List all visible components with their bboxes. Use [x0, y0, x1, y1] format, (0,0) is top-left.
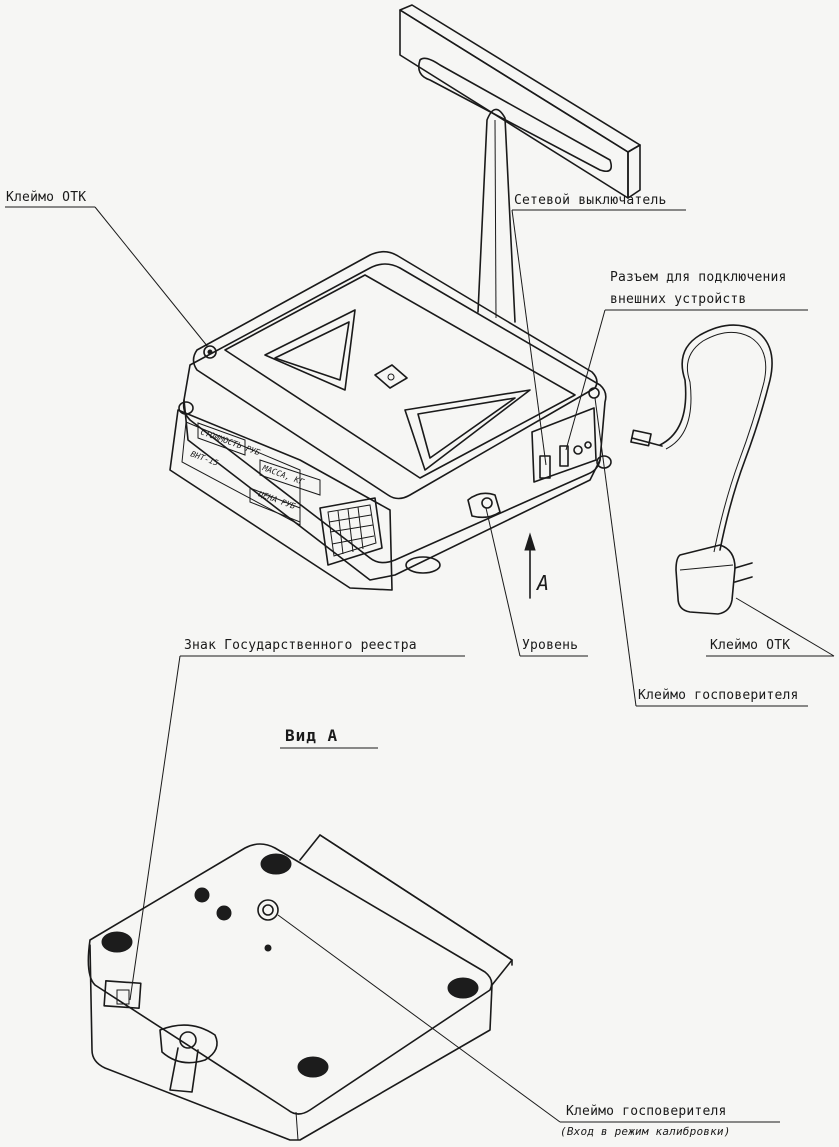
otk-seal-top-label: Клеймо ОТК — [6, 190, 87, 205]
bottom-view — [87, 834, 513, 1141]
display-head — [399, 4, 641, 199]
otk-seal-adapter-label: Клеймо ОТК — [710, 638, 791, 653]
panel-mass-label: МАССА, КГ — [260, 463, 306, 487]
keypad — [319, 497, 383, 566]
connector-label-line2: внешних устройств — [610, 292, 747, 307]
state-register-label: Знак Государственного реестра — [184, 638, 417, 653]
leader-lines-bottom — [277, 914, 780, 1123]
level-bubble — [467, 492, 501, 519]
connector-label-line1: Разъем для подключения — [610, 270, 787, 285]
view-arrow-label: А — [537, 571, 550, 595]
power-adapter — [630, 324, 773, 615]
view-arrow — [524, 532, 536, 599]
verifier-seal-top-label: Клеймо госповерителя — [638, 688, 799, 703]
level-label: Уровень — [522, 638, 579, 653]
calibration-note-label: (Вход в режим калибровки) — [560, 1125, 731, 1138]
display-pole — [477, 108, 516, 323]
power-switch-label: Сетевой выключатель — [514, 193, 667, 208]
scale-body — [169, 250, 612, 591]
view-a-title: Вид А — [285, 726, 339, 745]
leader-lines-top — [5, 206, 835, 1001]
verifier-seal-bottom-label: Клеймо госповерителя — [566, 1104, 727, 1119]
